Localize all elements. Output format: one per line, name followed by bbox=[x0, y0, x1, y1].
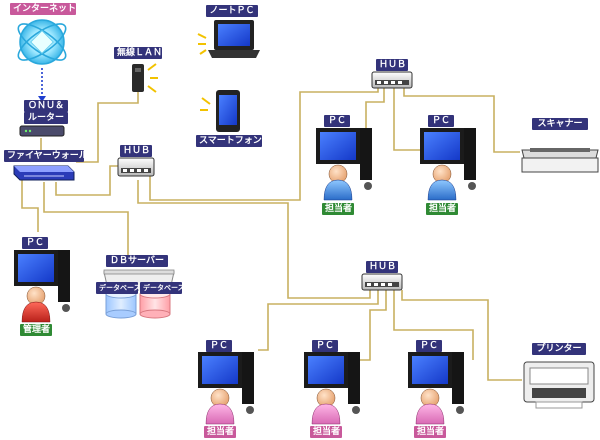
db-server-label: ＤＢサーバー bbox=[106, 255, 168, 267]
database-cylinder-red-icon bbox=[139, 289, 171, 319]
hub-mid-icon bbox=[361, 273, 403, 291]
cable-wlan-firewall bbox=[76, 92, 139, 163]
cable-firewall-admin-pc bbox=[21, 180, 39, 232]
hub-top-icon bbox=[371, 71, 413, 89]
cables bbox=[21, 88, 522, 381]
cable-hubtop-pc1 bbox=[365, 88, 385, 142]
printer-icon bbox=[523, 361, 595, 409]
staff-bottom-1-label: 担当者 bbox=[204, 426, 236, 438]
onu-router-label-line2: ルーター bbox=[24, 112, 68, 124]
notebook-pc-icon bbox=[197, 20, 260, 58]
internet-globe-icon bbox=[17, 19, 67, 65]
smartphone-icon bbox=[200, 90, 240, 132]
cable-hubmid-pc5 bbox=[393, 290, 474, 360]
hub-1-label: ＨＵＢ bbox=[120, 145, 152, 157]
pc-staff-top-1-icon bbox=[316, 128, 372, 201]
database-label-1: データベース bbox=[96, 282, 141, 294]
hub-1-icon bbox=[117, 157, 155, 177]
smartphone-label: スマートフォン bbox=[196, 135, 262, 147]
cable-hubmid-pc4 bbox=[360, 290, 387, 361]
scanner-label: スキャナー bbox=[532, 118, 588, 130]
cable-hubmid-printer bbox=[401, 290, 522, 381]
wireless-access-point-icon bbox=[132, 63, 158, 93]
pc-staff-top-2-icon bbox=[420, 128, 476, 201]
internet-link-arrow bbox=[38, 96, 46, 102]
cable-firewall-dbserver bbox=[43, 182, 129, 265]
printer-label: プリンター bbox=[532, 343, 586, 355]
scanner-icon bbox=[521, 148, 599, 173]
cable-hub1-hubtop bbox=[149, 88, 379, 201]
wireless-lan-label: 無線ＬＡＮ bbox=[114, 47, 162, 59]
firewall-label: ファイヤーウォール bbox=[4, 150, 88, 162]
staff-top-1-label: 担当者 bbox=[322, 203, 354, 215]
staff-bottom-2-label: 担当者 bbox=[310, 426, 342, 438]
pc-top-1-label: ＰＣ bbox=[324, 115, 350, 127]
internet-label: インターネット bbox=[10, 3, 76, 15]
cable-firewall-hub1 bbox=[55, 165, 118, 196]
pc-staff-bottom-3-icon bbox=[408, 352, 464, 425]
pc-bottom-3-label: ＰＣ bbox=[416, 340, 442, 352]
router-icon bbox=[19, 125, 65, 137]
cable-hubtop-scanner bbox=[403, 88, 520, 153]
pc-admin-label: ＰＣ bbox=[22, 237, 48, 249]
pc-admin-icon bbox=[14, 250, 70, 323]
pc-staff-bottom-1-icon bbox=[198, 352, 254, 425]
pc-top-2-label: ＰＣ bbox=[428, 115, 454, 127]
database-label-2: データベース bbox=[140, 282, 185, 294]
pc-staff-bottom-2-icon bbox=[304, 352, 360, 425]
pc-bottom-1-label: ＰＣ bbox=[206, 340, 232, 352]
cable-hubtop-pc2 bbox=[393, 88, 422, 151]
pc-bottom-2-label: ＰＣ bbox=[312, 340, 338, 352]
staff-top-2-label: 担当者 bbox=[426, 203, 458, 215]
cable-hub1-hubmid bbox=[137, 180, 371, 299]
hub-mid-label: ＨＵＢ bbox=[366, 261, 398, 273]
hub-top-label: ＨＵＢ bbox=[376, 59, 408, 71]
staff-bottom-3-label: 担当者 bbox=[414, 426, 446, 438]
onu-router-label-line1: ＯＮＵ＆ bbox=[24, 100, 68, 112]
firewall-icon bbox=[13, 165, 75, 181]
database-cylinder-blue-icon bbox=[105, 289, 137, 319]
notebook-pc-label: ノートＰＣ bbox=[206, 5, 258, 17]
admin-label: 管理者 bbox=[20, 324, 52, 336]
cable-hubmid-pc3 bbox=[258, 290, 379, 351]
